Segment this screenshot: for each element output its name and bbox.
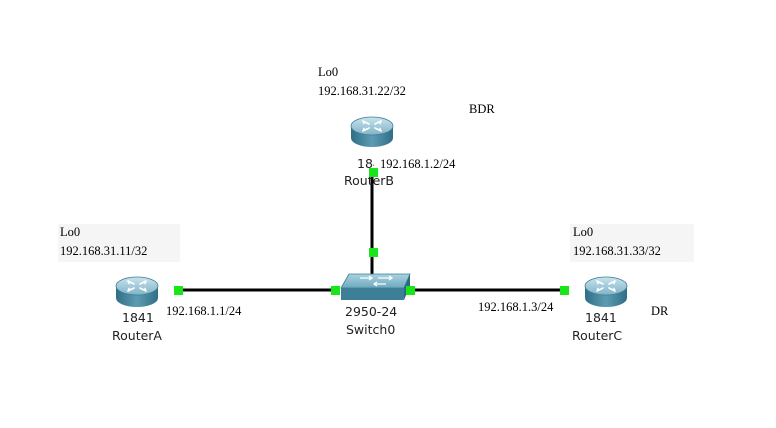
routerC-model: 1841 [585, 310, 617, 325]
port-light-routerA [174, 286, 183, 295]
router-icon[interactable] [584, 276, 628, 308]
routerA-interface-ip: 192.168.1.1/24 [166, 304, 242, 318]
routerA-loopback-ip: 192.168.31.11/32 [60, 244, 147, 258]
port-light-switch-up [369, 248, 378, 257]
routerC[interactable]: Lo0 192.168.31.33/32 192.168.1.3/24 1841… [478, 224, 694, 343]
routerB-interface-ip: 192.168.1.2/24 [380, 157, 456, 171]
port-light-switch-left [331, 286, 340, 295]
switch-name: Switch0 [346, 322, 395, 337]
routerB-loopback-name: Lo0 [318, 65, 338, 79]
router-icon[interactable] [115, 276, 159, 308]
port-light-routerB [369, 168, 378, 177]
port-light-routerC [560, 286, 569, 295]
routerB[interactable]: Lo0 192.168.31.22/32 BDR 1841 RouterB 19… [318, 65, 495, 188]
switch-model: 2950-24 [345, 304, 397, 319]
routerA-name: RouterA [112, 328, 162, 343]
routerB-loopback-ip: 192.168.31.22/32 [318, 84, 406, 98]
routerC-loopback-ip: 192.168.31.33/32 [573, 244, 661, 258]
port-lights [174, 168, 569, 295]
routerB-name: RouterB [344, 173, 394, 188]
switch0[interactable]: 2950-24 Switch0 [340, 273, 411, 337]
routerB-role: BDR [469, 102, 495, 116]
switch-icon[interactable] [340, 273, 411, 300]
routerC-name: RouterC [572, 328, 622, 343]
routerC-interface-ip: 192.168.1.3/24 [478, 300, 554, 314]
router-icon[interactable] [350, 116, 394, 148]
port-light-switch-right [406, 286, 415, 295]
routerA-model: 1841 [122, 310, 154, 325]
routerA-loopback-name: Lo0 [60, 225, 80, 239]
routerA[interactable]: Lo0 192.168.31.11/32 1841 RouterA 192.16… [58, 224, 242, 343]
routerC-role: DR [651, 304, 669, 318]
routerC-loopback-name: Lo0 [573, 225, 593, 239]
